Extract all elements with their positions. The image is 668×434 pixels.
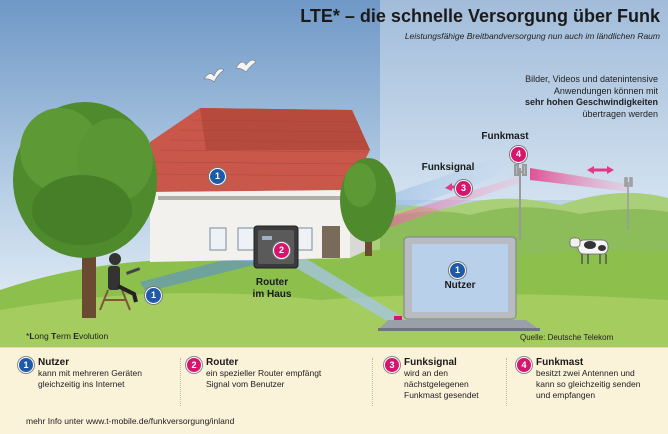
legend-item-line2: nächstgelegenen — [404, 379, 469, 389]
legend-item-line1: wird an den — [404, 368, 448, 378]
source-credit: Quelle: Deutsche Telekom — [520, 333, 614, 342]
side-note: Bilder, Videos und datenintensive Anwend… — [470, 74, 658, 120]
footnote-ong: ong — [34, 331, 52, 341]
legend-item-line3: Funkmast gesendet — [404, 390, 479, 400]
legend-divider — [506, 358, 508, 406]
side-note-line4: übertragen werden — [582, 108, 658, 119]
radio-mast-far — [624, 177, 633, 230]
tree-left — [13, 102, 157, 318]
legend-item-line1: ein spezieller Router empfängt — [206, 368, 322, 378]
more-info-link[interactable]: mehr Info unter www.t-mobile.de/funkvers… — [26, 416, 235, 426]
footnote-star: * — [26, 331, 30, 341]
label-funkmast: Funkmast — [481, 131, 529, 142]
legend-divider — [372, 358, 374, 406]
label-funksignal: Funksignal — [421, 162, 475, 173]
house — [150, 108, 372, 262]
legend-item-nutzer: 1 Nutzer kann mit mehreren Geräten gleic… — [18, 357, 188, 390]
legend-panel: 1 Nutzer kann mit mehreren Geräten gleic… — [0, 347, 668, 434]
label-router: Router im Haus — [232, 277, 312, 301]
legend-item-line1: besitzt zwei Antennen und — [536, 368, 635, 378]
footnote-t: T — [51, 331, 57, 341]
badge-1-top: 1 — [209, 168, 226, 185]
beam-mast-to-mast — [530, 168, 630, 192]
arrow-double-upper — [587, 166, 614, 174]
label-nutzer: Nutzer — [444, 280, 476, 291]
birds — [203, 59, 257, 83]
legend-item-name: Funksignal — [404, 357, 457, 368]
side-note-line1: Bilder, Videos und datenintensive — [525, 74, 658, 84]
legend-item-line2: kann so gleichzeitig senden — [536, 379, 641, 389]
person-sitting — [99, 253, 141, 311]
legend-item-line2: gleichzeitig ins Internet — [38, 379, 125, 389]
legend-item-name: Funkmast — [536, 357, 584, 368]
footnote-e: E — [73, 331, 79, 341]
footnote: *Long Term Evolution — [26, 331, 108, 341]
legend-item-line2: Signal vom Benutzer — [206, 379, 285, 389]
legend-badge: 1 — [18, 357, 34, 373]
legend-divider — [180, 358, 182, 406]
legend-item-line3: und empfangen — [536, 390, 596, 400]
legend-item-router: 2 Router ein spezieller Router empfängt … — [186, 357, 356, 390]
beam-user-router — [140, 250, 266, 292]
footnote-volution: volution — [78, 331, 109, 341]
side-note-line3: sehr hohen Geschwindigkeiten — [524, 97, 658, 107]
label-router-line1: Router — [255, 277, 289, 288]
badge-2-router: 2 — [273, 242, 290, 259]
badge-4-mast: 4 — [510, 146, 527, 163]
page-subtitle: Leistungsfähige Breitbandversorgung nun … — [404, 31, 660, 41]
legend-item-funkmast: 4 Funkmast besitzt zwei Antennen und kan… — [516, 357, 664, 401]
page-title: LTE* – die schnelle Versorgung über Funk — [300, 6, 660, 26]
legend-badge: 4 — [516, 357, 532, 373]
legend-badge: 2 — [186, 357, 202, 373]
badge-3-signal: 3 — [455, 180, 472, 197]
legend-item-name: Nutzer — [38, 357, 70, 368]
footnote-erm: erm — [56, 331, 74, 341]
legend-item-funksignal: 3 Funksignal wird an den nächstgelegenen… — [384, 357, 554, 401]
legend-badge: 3 — [384, 357, 400, 373]
legend-item-name: Router — [206, 357, 239, 368]
label-router-line2: im Haus — [252, 289, 292, 300]
cow — [569, 237, 609, 264]
radio-mast-near — [514, 164, 527, 240]
side-note-line2: Anwendungen können mit — [553, 85, 658, 96]
beam-router-laptop — [286, 250, 404, 326]
tree-right — [340, 158, 396, 256]
legend-item-line1: kann mit mehreren Geräten — [38, 368, 142, 378]
footnote-l: L — [29, 331, 35, 341]
badge-1-person: 1 — [145, 287, 162, 304]
badge-1-laptop: 1 — [449, 262, 466, 279]
